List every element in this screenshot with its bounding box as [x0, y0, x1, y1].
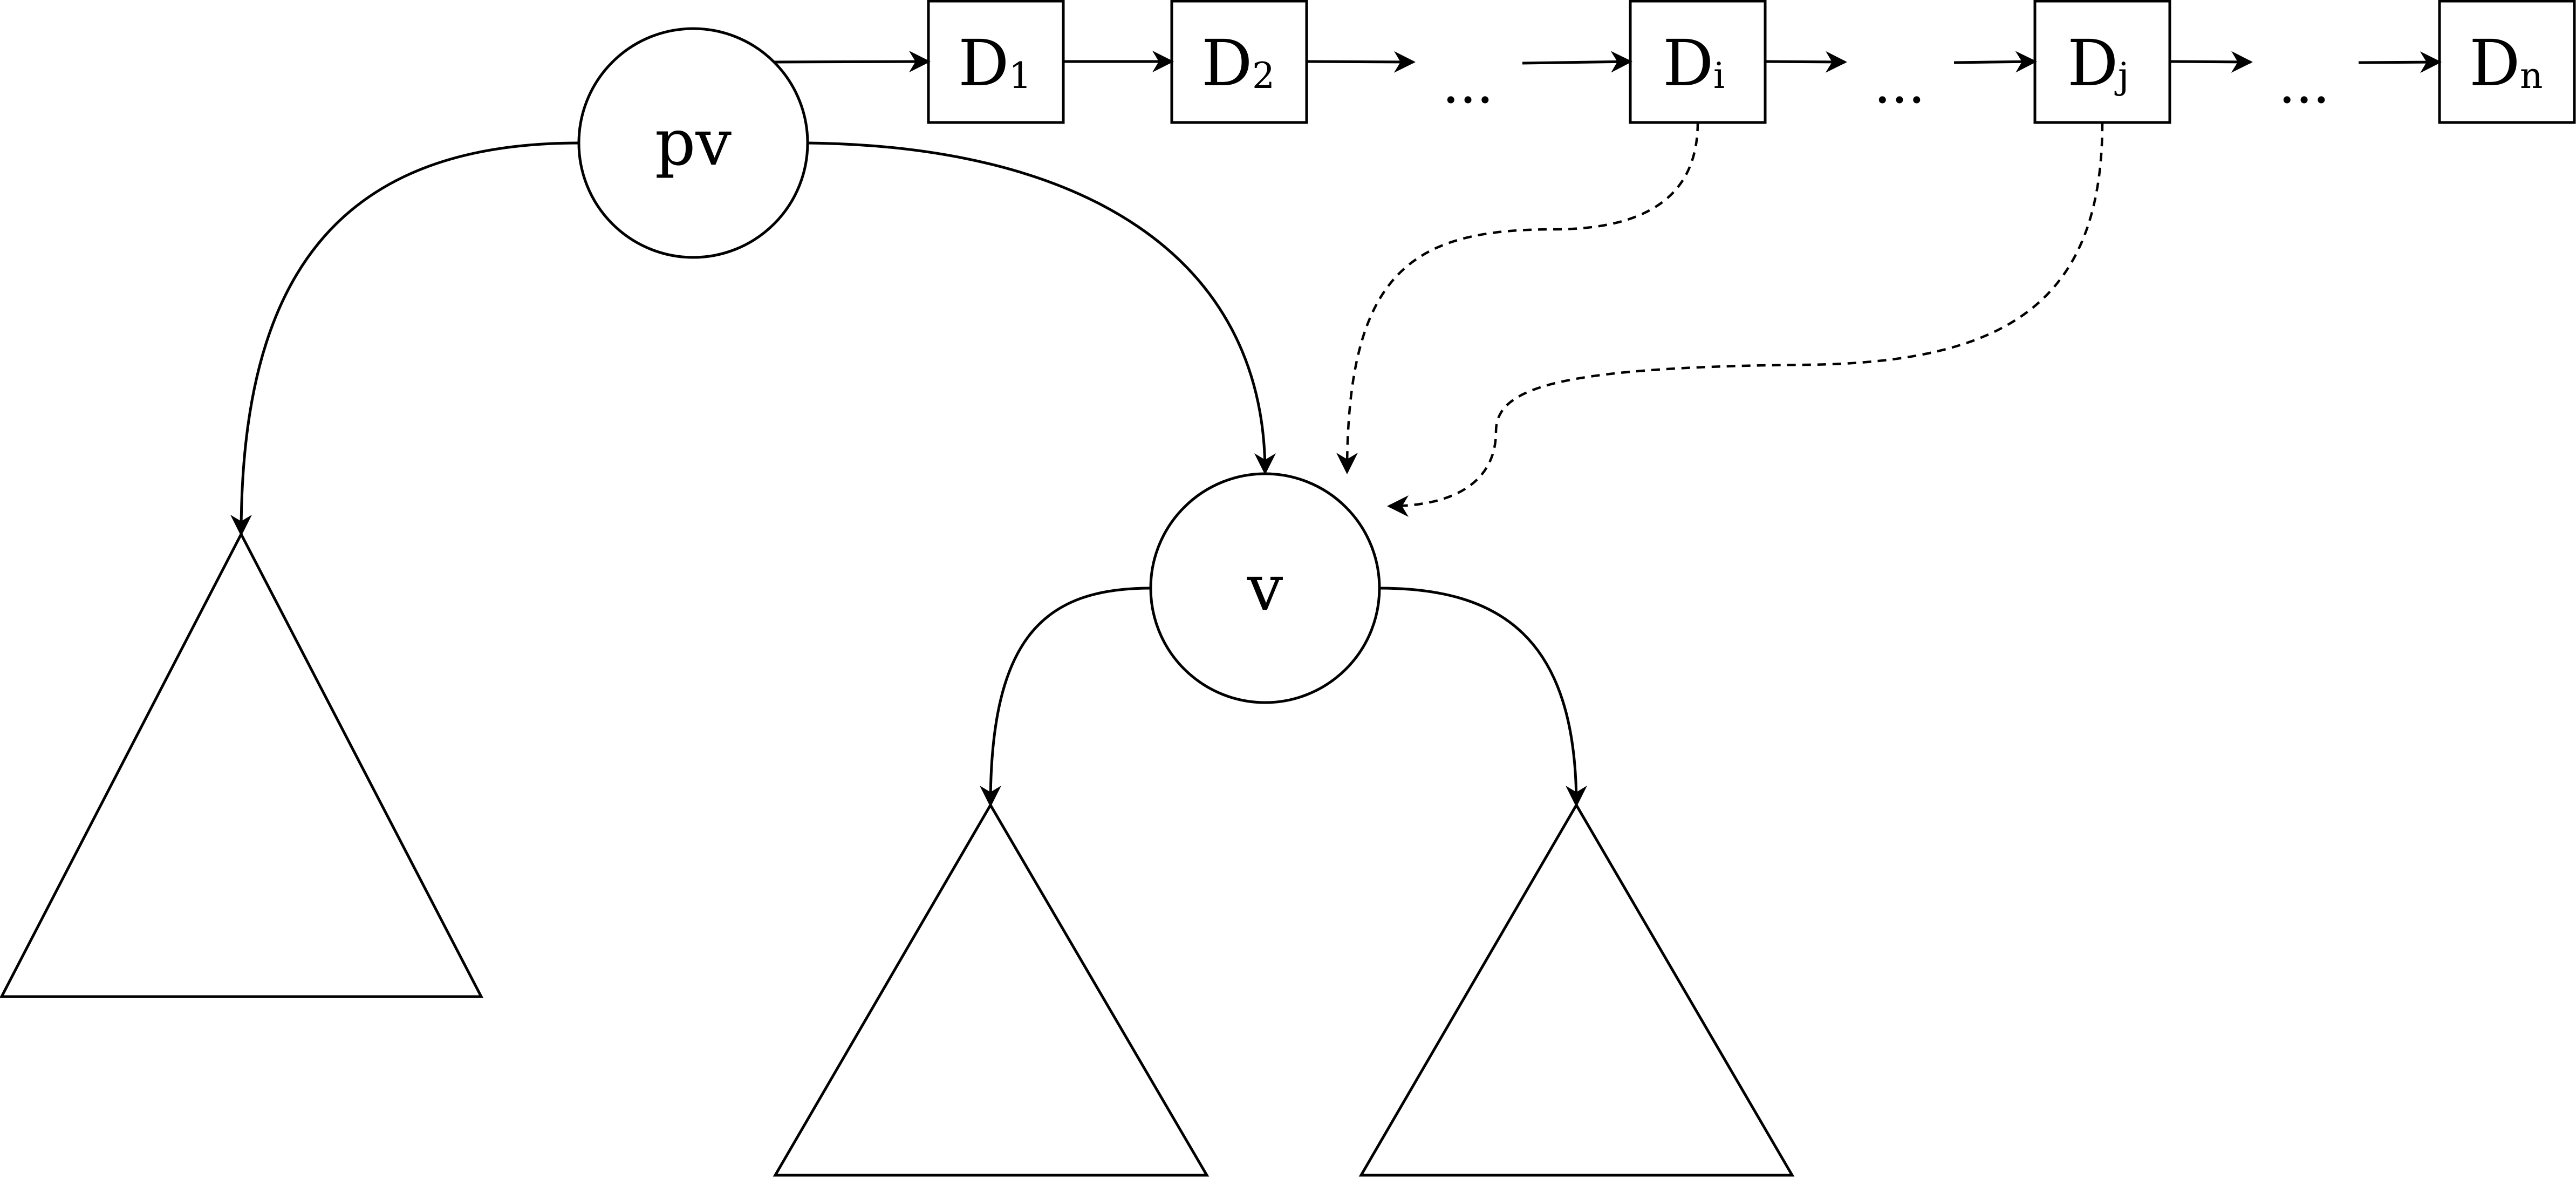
list-box-d2-sub: 2 [1252, 55, 1275, 97]
list-box-d1-sub: 1 [1009, 55, 1031, 97]
list-box-dn-main: D [2469, 26, 2520, 100]
edge-v-right [1379, 587, 1587, 807]
list-box-dj-label: D j [2067, 26, 2129, 100]
list-box-d1-label: D 1 [958, 26, 1031, 100]
list-box-dn-label: D n [2469, 26, 2543, 100]
list-box-dj-main: D [2067, 26, 2119, 100]
subtree-left [0, 531, 484, 998]
node-v-label: v [1247, 550, 1283, 625]
node-pv-label: pv [655, 105, 732, 180]
list-box-di-main: D [1663, 26, 1714, 100]
edge-ellipsis3-dn [2358, 51, 2442, 73]
list-box-d1-main: D [958, 26, 1009, 100]
pointer-di-v [1336, 122, 1699, 474]
list-box-di-sub: i [1713, 55, 1725, 97]
list-ellipsis-2: ... [1874, 52, 1925, 115]
subtree-v-left [773, 802, 1210, 1177]
subtree-v-right [1358, 802, 1795, 1177]
edge-pv-v [807, 141, 1276, 475]
list-ellipsis-3: ... [2278, 52, 2329, 115]
list-ellipsis-1: ... [1442, 52, 1493, 115]
list-box-d2-label: D 2 [1201, 26, 1275, 100]
edge-v-left [980, 587, 1151, 807]
list-box-di-label: D i [1663, 26, 1725, 100]
pointer-dj-v [1387, 122, 2104, 517]
list-box-d2-main: D [1201, 26, 1253, 100]
list-box-dn-sub: n [2520, 55, 2543, 97]
edge-ellipsis2-dj [1953, 51, 2037, 73]
edge-ellipsis1-di [1522, 51, 1632, 73]
edge-pv-left [230, 141, 579, 536]
